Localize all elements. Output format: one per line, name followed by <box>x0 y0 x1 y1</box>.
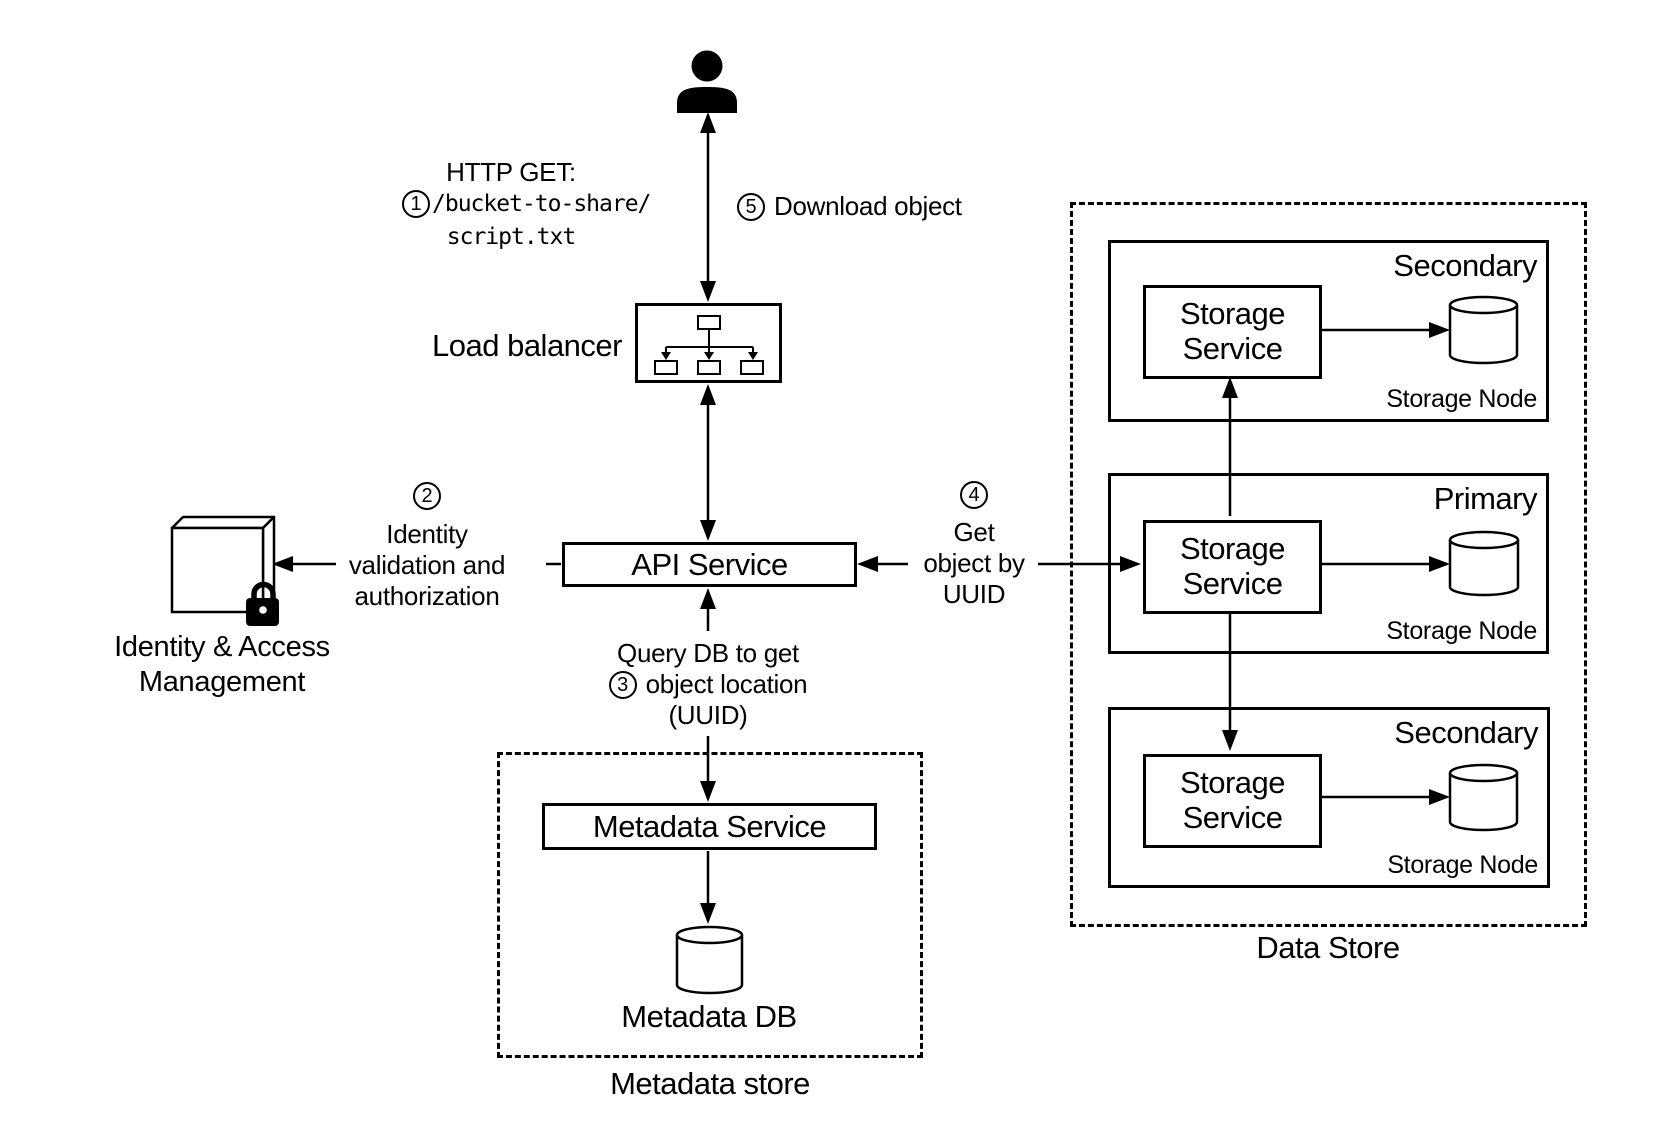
download-label: Download object <box>774 191 962 221</box>
load-balancer-icon <box>654 315 764 375</box>
step-2-badge: 2 <box>413 482 441 510</box>
storage-node-secondary-bottom: Secondary Storage Service Storage Node <box>1108 707 1550 888</box>
arrowhead-up <box>700 588 716 609</box>
load-balancer-box <box>635 303 782 383</box>
metadata-db-label: Metadata DB <box>621 999 797 1034</box>
query-annotation-line2-text: object location <box>645 669 808 699</box>
identity-annotation-line1: Identity <box>386 519 468 549</box>
step-4-badge: 4 <box>960 481 988 509</box>
arrowhead-right <box>1429 322 1450 338</box>
arrowhead-right <box>1120 556 1141 572</box>
identity-annotation-line3: authorization <box>354 581 500 611</box>
arrowhead-down <box>700 903 716 924</box>
data-store-label: Data Store <box>1256 930 1400 965</box>
metadata-service-label: Metadata Service <box>592 808 827 844</box>
storage-service-label: Storage Service <box>1179 296 1286 366</box>
arrowhead-down <box>700 520 716 541</box>
connector-arrows <box>272 112 1450 924</box>
api-service-box: API Service <box>562 542 857 587</box>
iam-label: Identity & Access Management <box>72 630 372 700</box>
iam-label-line1: Identity & Access <box>114 631 330 663</box>
storage-disk-secondary-top-icon <box>1448 295 1519 365</box>
query-annotation: Query DB to get 3 object location (UUID) <box>560 638 856 731</box>
arrowhead-down <box>700 281 716 302</box>
query-annotation-line2: 3 object location <box>608 669 808 700</box>
node-role-label: Primary <box>1433 481 1538 516</box>
storage-service-box: Storage Service <box>1143 285 1322 379</box>
query-annotation-line3: (UUID) <box>668 700 748 730</box>
storage-disk-primary-icon <box>1448 530 1520 597</box>
arrowhead-up <box>700 112 716 133</box>
storage-service-box: Storage Service <box>1143 520 1322 614</box>
storage-node-primary: Primary Storage Service Storage Node <box>1108 473 1549 654</box>
node-role-label: Secondary <box>1394 715 1538 750</box>
db-cylinders <box>675 295 1520 995</box>
get-object-annotation: 4 Get object by UUID <box>900 481 1048 610</box>
storage-node-label: Storage Node <box>1387 851 1538 879</box>
arrowhead-left <box>272 556 293 572</box>
user-icon <box>677 50 737 113</box>
get-object-line1: Get <box>953 517 995 547</box>
download-annotation: 5 Download object <box>737 191 962 222</box>
storage-node-secondary-top: Secondary Storage Service Storage Node <box>1108 240 1549 422</box>
http-get-title: HTTP GET: <box>446 157 576 187</box>
step-1-badge: 1 <box>402 190 430 218</box>
arrowhead-up <box>1222 377 1238 398</box>
request-path-text: /bucket-to-share/ <box>432 191 651 217</box>
arrowhead-down <box>700 781 716 802</box>
api-service-label: API Service <box>631 546 788 582</box>
request-path-line2: script.txt <box>446 224 576 250</box>
request-path-line1: 1 /bucket-to-share/ <box>402 190 651 218</box>
storage-node-label: Storage Node <box>1386 617 1537 645</box>
metadata-db-icon <box>675 925 744 995</box>
iam-label-line2: Management <box>138 666 306 698</box>
load-balancer-label: Load balancer <box>432 328 623 363</box>
get-object-line2: object by <box>923 548 1025 578</box>
storage-service-label: Storage Service <box>1179 531 1286 601</box>
identity-annotation-line2: validation and <box>348 550 506 580</box>
metadata-service-box: Metadata Service <box>542 803 877 850</box>
storage-node-label: Storage Node <box>1386 385 1537 413</box>
storage-service-box: Storage Service <box>1143 754 1322 848</box>
arrowhead-up <box>700 384 716 405</box>
arrowhead-left <box>857 556 878 572</box>
node-role-label: Secondary <box>1393 248 1537 283</box>
data-store-box <box>1070 202 1587 927</box>
step-3-badge: 3 <box>608 670 637 699</box>
metadata-store-box <box>497 752 923 1058</box>
metadata-store-label: Metadata store <box>610 1066 810 1101</box>
arrowhead-right <box>1429 556 1450 572</box>
step-5-badge: 5 <box>737 192 765 221</box>
storage-service-label: Storage Service <box>1179 765 1286 835</box>
iam-icon <box>170 515 279 626</box>
lock-icon <box>246 581 279 626</box>
arrowhead-down <box>1222 730 1238 751</box>
identity-annotation: 2 Identity validation and authorization <box>327 482 527 612</box>
get-object-line3: UUID <box>942 579 1006 609</box>
query-annotation-line1: Query DB to get <box>617 638 799 668</box>
arrowhead-right <box>1429 789 1450 805</box>
storage-disk-secondary-bottom-icon <box>1448 763 1519 832</box>
